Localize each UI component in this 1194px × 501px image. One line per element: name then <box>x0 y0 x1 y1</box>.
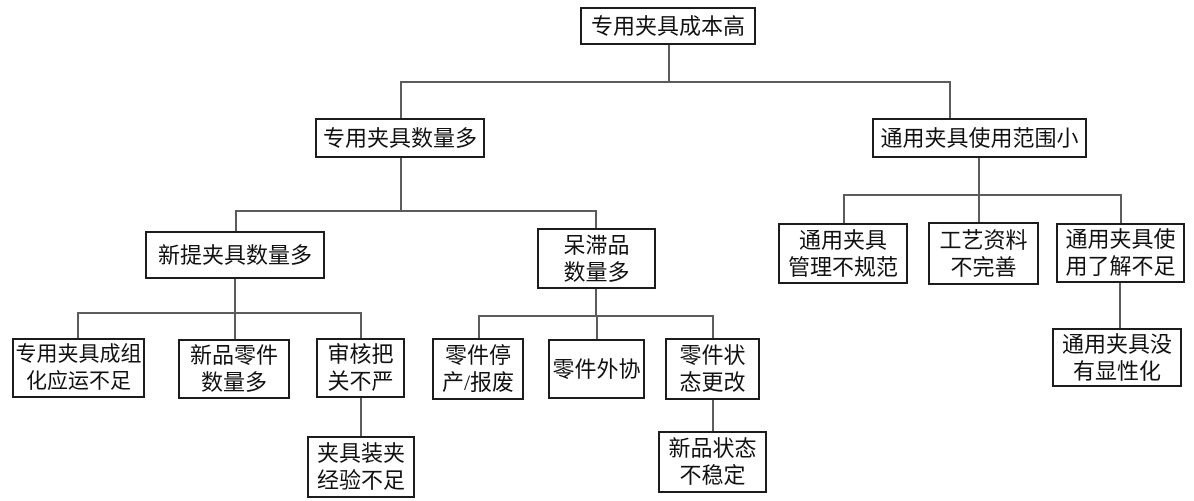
node-general-mgmt-nonstandard: 通用夹具 管理不规范 <box>778 223 908 284</box>
connector-line <box>1120 194 1122 225</box>
connector-line <box>400 81 402 120</box>
node-parts-outsourced: 零件外协 <box>548 339 645 399</box>
connector-line <box>978 194 980 224</box>
node-parts-status-changed: 零件状 态更改 <box>665 338 760 400</box>
node-grouping-insufficient: 专用夹具成组 化应运不足 <box>12 338 145 398</box>
connector-line <box>949 81 951 120</box>
connector-line <box>712 315 714 340</box>
node-stagnant-items-many: 呆滞品 数量多 <box>537 228 656 289</box>
node-new-parts-many: 新品零件 数量多 <box>178 339 290 399</box>
node-process-docs-incomplete: 工艺资料 不完善 <box>928 222 1039 285</box>
node-clamping-inexperienced: 夹具装夹 经验不足 <box>307 436 415 498</box>
connector-line <box>77 312 362 314</box>
node-new-fixture-many: 新提夹具数量多 <box>145 231 325 279</box>
node-general-fixture-small-range: 通用夹具使用范围小 <box>872 118 1087 158</box>
connector-line <box>360 397 362 438</box>
connector-line <box>843 194 845 225</box>
node-root-cause: 专用夹具成本高 <box>580 7 756 45</box>
connector-line <box>843 194 1122 196</box>
connector-line <box>234 312 236 341</box>
connector-line <box>978 157 980 196</box>
connector-line <box>595 210 597 230</box>
connector-line <box>478 315 480 340</box>
node-general-use-unfamiliar: 通用夹具使 用了解不足 <box>1056 223 1185 283</box>
connector-line <box>596 315 598 341</box>
connector-line <box>234 278 236 314</box>
connector-line <box>595 288 597 317</box>
connector-line <box>77 312 79 340</box>
connector-line <box>400 157 402 212</box>
connector-line <box>400 81 951 83</box>
connector-line <box>1119 282 1121 330</box>
node-general-not-explicit: 通用夹具没 有显性化 <box>1052 328 1182 387</box>
connector-line <box>668 43 670 83</box>
node-parts-discontinued-scrapped: 零件停 产/报废 <box>432 338 524 400</box>
node-special-fixture-many: 专用夹具数量多 <box>315 118 485 158</box>
connector-line <box>712 399 714 433</box>
connector-line <box>360 312 362 340</box>
node-new-product-status-unstable: 新品状态 不稳定 <box>658 431 767 493</box>
connector-line <box>235 210 237 233</box>
connector-line <box>235 210 597 212</box>
node-review-lax: 审核把 关不严 <box>316 338 405 398</box>
